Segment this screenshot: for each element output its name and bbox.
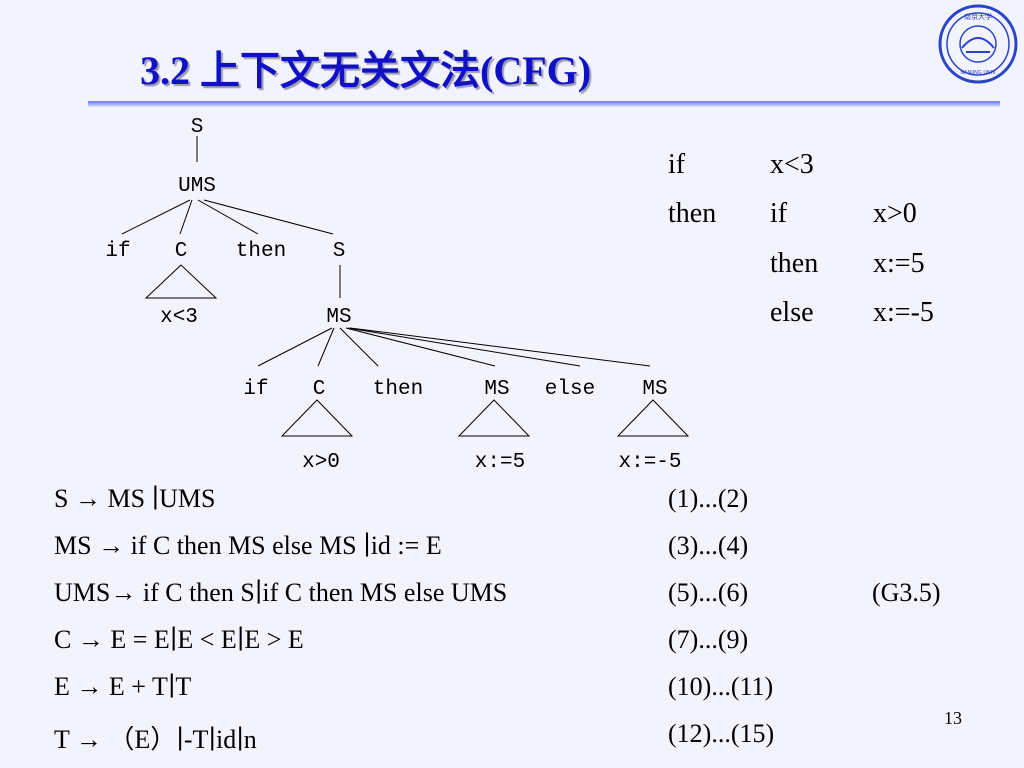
- grammar-rule: T → （E）∣-T∣id∣n (12)...(15): [54, 719, 994, 759]
- grammar-rule: MS → if C then MS else MS ∣id := E (3)..…: [54, 531, 994, 571]
- subtree-triangle-x5: [457, 399, 531, 437]
- code-kw-if-inner: if: [770, 198, 788, 229]
- edge-ms-else: [347, 327, 581, 367]
- rule-numbers: (5)...(6): [668, 578, 749, 607]
- subtree-triangle-x0: [280, 399, 354, 437]
- node-x-gt-0: x>0: [302, 451, 340, 474]
- grammar-rule: UMS→ if C then S∣if C then MS else UMS (…: [54, 578, 994, 618]
- grammar-rule: C → E = E∣E < E∣E > E (7)...(9): [54, 625, 994, 665]
- code-cond-x-lt-3: x<3: [770, 149, 814, 180]
- code-kw-else: else: [770, 297, 814, 328]
- edge-ums-then: [197, 199, 259, 235]
- edge-ms-ms-right: [349, 327, 651, 367]
- edge-ms-c: [317, 327, 335, 367]
- slide-title: 3.2 上下文无关文法(CFG): [140, 48, 592, 93]
- edge-ms-then: [339, 327, 379, 367]
- node-else: else: [545, 378, 595, 401]
- rule-numbers: (7)...(9): [668, 625, 749, 654]
- rule-production: T → （E）∣-T∣id∣n: [54, 725, 257, 754]
- page-number: 13: [944, 708, 962, 728]
- node-c-2: C: [313, 378, 326, 401]
- university-seal-icon: 南京大学 NANJING UNIV: [938, 4, 1018, 84]
- rule-numbers: (12)...(15): [668, 719, 775, 748]
- title-underline: [88, 101, 1000, 107]
- seal-top-text: 南京大学: [964, 12, 992, 21]
- parse-tree: S UMS if C then S x<3 MS if C then MS el…: [105, 116, 690, 474]
- node-if-1: if: [105, 240, 130, 263]
- node-ms-top: MS: [326, 306, 351, 329]
- node-s-root: S: [191, 116, 204, 139]
- subtree-triangle-xm5: [616, 399, 690, 437]
- code-cond-x-gt-0: x>0: [873, 198, 917, 229]
- node-ms-right: MS: [642, 378, 667, 401]
- seal-bottom-text: NANJING UNIV: [960, 70, 996, 76]
- node-x-lt-3: x<3: [160, 306, 198, 329]
- node-if-2: if: [243, 378, 268, 401]
- code-kw-then-inner: then: [770, 248, 819, 279]
- grammar-label: (G3.5): [872, 578, 941, 607]
- node-s-2: S: [333, 240, 346, 263]
- grammar-rule: E → E + T∣T (10)...(11): [54, 672, 994, 712]
- code-assign-x-5: x:=5: [873, 248, 925, 279]
- node-c-1: C: [175, 240, 188, 263]
- node-then-2: then: [373, 378, 423, 401]
- node-x-assign-5: x:=5: [475, 451, 525, 474]
- edge-ums-c: [179, 199, 193, 235]
- rule-production: MS → if C then MS else MS ∣id := E: [54, 531, 442, 560]
- edge-ms-ms-left: [345, 327, 496, 367]
- grammar-rule: S → MS ∣UMS (1)...(2): [54, 484, 994, 524]
- subtree-triangle-x3: [144, 264, 218, 299]
- node-ums: UMS: [178, 175, 216, 198]
- node-then-1: then: [236, 240, 286, 263]
- edge-ums-s: [203, 199, 334, 235]
- rule-numbers: (3)...(4): [668, 531, 749, 560]
- edge-ums-if: [121, 199, 191, 235]
- rule-production: UMS→ if C then S∣if C then MS else UMS: [54, 578, 508, 607]
- rule-numbers: (10)...(11): [668, 672, 774, 701]
- node-ms-left: MS: [484, 378, 509, 401]
- rule-production: C → E = E∣E < E∣E > E: [54, 625, 304, 654]
- rule-numbers: (1)...(2): [668, 484, 749, 513]
- edge-ms-if: [257, 327, 333, 367]
- node-x-assign-neg5: x:=-5: [618, 451, 681, 474]
- rule-production: S → MS ∣UMS: [54, 484, 216, 513]
- rule-production: E → E + T∣T: [54, 672, 192, 701]
- code-kw-if: if: [668, 149, 686, 180]
- code-assign-x-neg5: x:=-5: [873, 297, 934, 328]
- code-kw-then: then: [668, 198, 717, 229]
